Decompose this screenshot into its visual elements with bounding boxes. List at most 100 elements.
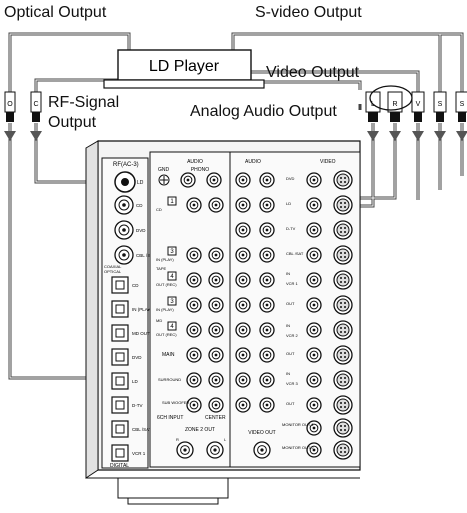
rca-jack: [187, 348, 201, 362]
svideo-jack: [334, 271, 352, 289]
rca-jack: [254, 442, 270, 458]
svg-text:6CH INPUT: 6CH INPUT: [157, 415, 183, 421]
rf-plug-icon: C: [31, 92, 41, 122]
rca-jack: [209, 323, 223, 337]
svg-text:O: O: [7, 101, 13, 108]
panel-label: IN (PLAY): [132, 307, 152, 312]
arrow-down-icon: [412, 131, 424, 141]
svg-text:CENTER: CENTER: [205, 415, 226, 421]
svideo-jack: [334, 246, 352, 264]
svideo-plug-icon: S S: [434, 92, 467, 122]
optical-jack: [112, 445, 128, 461]
arrow-down-icon: [367, 131, 379, 141]
rca-jack: [209, 273, 223, 287]
rca-jack: [236, 373, 250, 387]
rf-signal-label: RF-Signal: [48, 94, 119, 111]
panel-label: OUT: [286, 301, 295, 306]
panel-label: CD: [156, 207, 162, 212]
arrow-down-icon: [30, 131, 42, 141]
rca-jack: [307, 223, 321, 237]
arrow-down-icon: [434, 131, 446, 141]
panel-label: R: [176, 437, 179, 442]
gnd-screw-icon: [159, 175, 169, 185]
svg-text:PHONO: PHONO: [191, 167, 209, 173]
svg-text:ZONE 2 OUT: ZONE 2 OUT: [185, 427, 215, 433]
rca-jack: [236, 348, 250, 362]
svideo-jack: [334, 296, 352, 314]
video-plug-icon: V: [412, 92, 424, 122]
panel-label: VCR 2: [286, 333, 299, 338]
optical-plug-icon: O: [5, 92, 15, 122]
rca-jack: [307, 198, 321, 212]
panel-label: D-TV: [132, 403, 143, 408]
svg-text:GND: GND: [158, 167, 170, 173]
rca-jack: [260, 348, 274, 362]
panel-label: CBL /SAT: [132, 427, 152, 432]
optical-jack: [112, 349, 128, 365]
svideo-jack: [334, 321, 352, 339]
rca-jack: [236, 398, 250, 412]
optical-jack: [112, 325, 128, 341]
rca-jack: [209, 248, 223, 262]
rca-jack: [209, 398, 223, 412]
ld-player: LD Player: [104, 50, 264, 88]
arrow-down-icon: [389, 131, 401, 141]
panel-label: DVD: [132, 355, 142, 360]
rf-signal-output-label: Output: [48, 114, 97, 131]
svg-text:S: S: [438, 101, 443, 108]
svg-text:AUDIO: AUDIO: [187, 159, 203, 165]
rca-jack: [115, 221, 133, 239]
rca-jack: [236, 273, 250, 287]
panel-label: OUT (REC): [156, 332, 177, 337]
rca-jack: [260, 198, 274, 212]
rca-jack: [236, 298, 250, 312]
panel-label: IN (PLAY): [156, 257, 174, 262]
svideo-jack: [334, 419, 352, 437]
arrow-down-icon: [456, 131, 467, 141]
panel-label: CBL /SAT: [286, 251, 304, 256]
svg-text:MONITOR OUT 2: MONITOR OUT 2: [282, 445, 314, 450]
svg-text:MONITOR OUT 1: MONITOR OUT 1: [282, 422, 314, 427]
rca-jack: [307, 323, 321, 337]
panel-label: IN (PLAY): [156, 307, 174, 312]
panel-label: OUT: [286, 351, 295, 356]
rca-jack: [260, 323, 274, 337]
rca-jack: [207, 173, 221, 187]
svg-text:S: S: [460, 101, 465, 108]
rca-jack: [307, 373, 321, 387]
rca-jack: [260, 398, 274, 412]
rca-jack: [307, 348, 321, 362]
svideo-jack: [334, 221, 352, 239]
rca-jack: [307, 173, 321, 187]
panel-label: LD: [132, 379, 139, 384]
arrow-down-icon: [4, 131, 16, 141]
svg-text:AUDIO: AUDIO: [245, 159, 261, 165]
svideo-cable-right: [440, 34, 462, 92]
panel-label: IN: [286, 371, 290, 376]
receiver-back-panel: RF(AC-3) COAXIAL OPTICAL DIGITAL LD CDDV…: [86, 141, 360, 504]
panel-label: VCR 1: [132, 451, 146, 456]
rca-jack: [187, 298, 201, 312]
panel-label: CD: [132, 283, 139, 288]
rca-jack: [187, 248, 201, 262]
svg-text:DIGITAL: DIGITAL: [110, 463, 129, 469]
svideo-jack: [334, 371, 352, 389]
analog-audio-output-label: Analog Audio Output: [190, 103, 337, 120]
rca-jack: [187, 373, 201, 387]
panel-label: VCR 3: [286, 381, 299, 386]
audio-plug-icon: L R: [366, 92, 402, 122]
panel-label: TAPE: [156, 266, 166, 271]
svg-text:MAIN: MAIN: [162, 352, 175, 358]
rca-jack: [260, 273, 274, 287]
rca-jack: [115, 246, 133, 264]
rca-jack: [307, 248, 321, 262]
optical-output-label: Optical Output: [4, 4, 107, 21]
svg-text:R: R: [392, 101, 397, 108]
svideo-output-label: S-video Output: [255, 4, 362, 21]
rca-jack: [181, 173, 195, 187]
panel-label: CD: [136, 203, 143, 208]
svg-text:C: C: [33, 101, 38, 108]
svg-text:SURROUND: SURROUND: [158, 377, 181, 382]
rca-jack: [207, 442, 223, 458]
svideo-jack: [334, 441, 352, 459]
